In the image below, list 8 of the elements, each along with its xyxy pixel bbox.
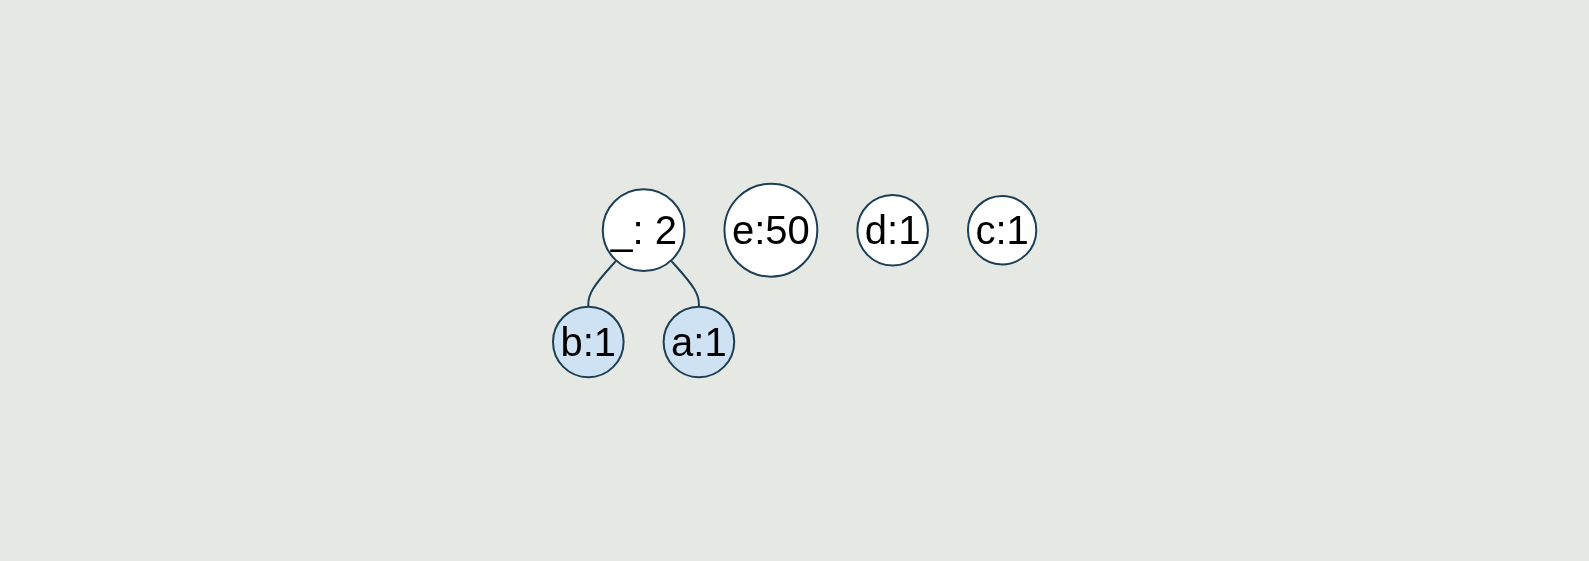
connector [587,259,618,308]
node-circle: e:50 [723,182,819,278]
connector [669,259,700,308]
node-circle: _: 2 [601,188,686,273]
node-circle: b:1 [551,305,625,379]
node-circle: c:1 [966,195,1038,266]
node-circle: a:1 [662,305,736,379]
node-circle: d:1 [856,193,929,267]
